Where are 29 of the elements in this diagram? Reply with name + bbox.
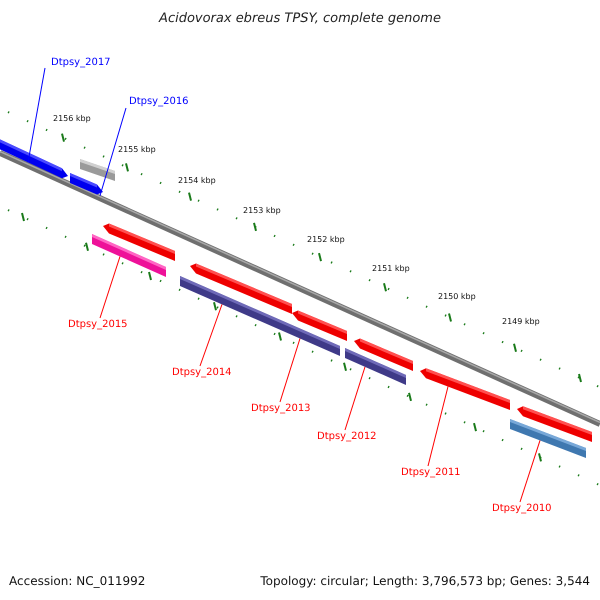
scale-label: 2153 kbp [243, 207, 281, 215]
gene-label: Dtpsy_2012 [317, 432, 377, 442]
leader-line [520, 440, 540, 502]
gene-label: Dtpsy_2014 [172, 368, 232, 378]
gene-feature [420, 368, 510, 410]
accession-note: Accession: NC_011992 [9, 575, 146, 587]
gene-feature [92, 234, 166, 277]
diagram-title: Acidovorax ebreus TPSY, complete genome [158, 12, 442, 25]
gene-feature [510, 419, 586, 458]
gene-feature [70, 173, 103, 194]
gene-feature [0, 137, 68, 178]
leader-line [100, 256, 120, 318]
leader-line [344, 366, 366, 430]
gene-label: Dtpsy_2016 [129, 97, 189, 107]
gene-label: Dtpsy_2010 [492, 504, 552, 514]
leader-line [200, 304, 222, 366]
gene-label: Dtpsy_2011 [401, 468, 461, 478]
leader-line [428, 386, 448, 466]
leader-line [280, 338, 300, 402]
scale-label: 2149 kbp [502, 318, 540, 326]
gene-label: Dtpsy_2017 [51, 58, 111, 68]
gene-label: Dtpsy_2015 [68, 320, 128, 330]
gene-label: Dtpsy_2013 [251, 404, 311, 414]
scale-label: 2154 kbp [178, 177, 216, 185]
leader-line [28, 68, 46, 163]
leader-line [100, 108, 126, 196]
scale-label: 2151 kbp [372, 265, 410, 273]
genome-info-note: Topology: circular; Length: 3,796,573 bp; Genes: 3,544 [260, 575, 590, 587]
scale-label: 2150 kbp [438, 293, 476, 301]
